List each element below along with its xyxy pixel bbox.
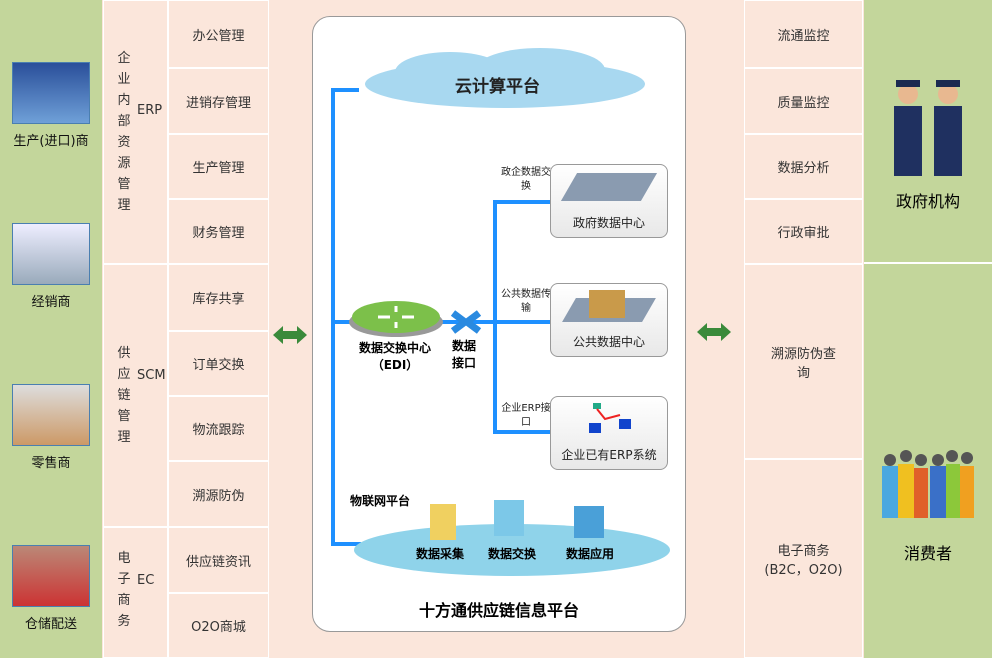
police-icon — [894, 80, 962, 176]
box-label: 政府数据中心 — [572, 216, 645, 230]
truck-icon — [12, 545, 90, 607]
cloud-label: 云计算平台 — [455, 77, 540, 97]
actor-consumer: 消费者 — [864, 264, 992, 658]
actor-label: 生产(进口)商 — [13, 134, 89, 149]
edi-router-icon — [349, 301, 443, 337]
edi-subtitle: （EDI） — [371, 358, 419, 372]
actor-label: 消费者 — [903, 544, 952, 563]
connector-line — [331, 320, 353, 324]
iot-item: 数据采集 — [416, 547, 465, 561]
left-item: O2O商城 — [168, 593, 269, 658]
left-item: 物流跟踪 — [168, 396, 269, 461]
actor-government: 政府机构 — [864, 0, 992, 264]
data-interface-icon — [451, 310, 481, 334]
left-item: 进销存管理 — [168, 68, 269, 134]
actor-label: 政府机构 — [895, 192, 960, 211]
box-label: 企业已有ERP系统 — [561, 448, 657, 462]
connector-line — [493, 430, 550, 434]
building-icon — [560, 173, 658, 201]
edi-title: 数据交换中心 — [358, 341, 431, 355]
iot-item: 数据应用 — [566, 547, 615, 561]
actor-label: 经销商 — [31, 295, 71, 310]
interface-label: 数据接口 — [452, 339, 477, 370]
branch-link-label: 企业ERP接口 — [501, 403, 551, 428]
crowd-icon — [882, 450, 974, 518]
building-icon — [589, 290, 625, 318]
actor-retailer: 零售商 — [0, 384, 102, 471]
group-ec — [103, 527, 168, 658]
retail-icon — [12, 384, 90, 446]
data-app-icon — [574, 506, 604, 538]
left-item: 生产管理 — [168, 134, 269, 199]
group-label: 电子商务 — [117, 551, 131, 629]
right-item: 数据分析 — [744, 134, 863, 199]
double-arrow-icon — [697, 323, 731, 341]
backbone-line — [331, 88, 335, 546]
data-exchange-icon — [494, 500, 524, 536]
erp-system-box: 企业已有ERP系统 — [550, 396, 668, 470]
public-data-center: 公共数据中心 — [550, 283, 668, 357]
actor-producer: 生产(进口)商 — [0, 62, 102, 149]
branch-link-label: 公共数据传输 — [501, 289, 551, 314]
edi-label: 数据交换中心 （EDI） — [340, 340, 450, 374]
branch-link-label: 政企数据交换 — [501, 167, 551, 192]
data-collect-icon — [430, 504, 456, 540]
right-item: 溯源防伪查询 — [744, 264, 863, 459]
connector-line — [331, 542, 361, 546]
group-abbr: EC — [137, 573, 155, 588]
actor-label: 仓储配送 — [24, 617, 77, 632]
connector-line — [493, 200, 497, 432]
box-label: 公共数据中心 — [572, 335, 645, 349]
right-item: 质量监控 — [744, 68, 863, 134]
actor-warehouse: 仓储配送 — [0, 545, 102, 632]
left-item: 供应链资讯 — [168, 527, 269, 593]
factory-icon — [12, 62, 90, 124]
group-abbr: SCM — [137, 368, 166, 383]
group-abbr: ERP — [137, 103, 163, 118]
left-item: 订单交换 — [168, 331, 269, 396]
right-item: 行政审批 — [744, 199, 863, 264]
double-arrow-icon — [273, 326, 307, 344]
right-item: 流通监控 — [744, 0, 863, 68]
cloud-icon — [365, 48, 645, 108]
group-label: 企业内部资源管理 — [117, 51, 131, 213]
left-item: 办公管理 — [168, 0, 269, 68]
group-erp — [103, 0, 168, 264]
iot-label: 物联网平台 — [350, 494, 411, 508]
actor-label: 零售商 — [31, 456, 71, 471]
actor-distributor: 经销商 — [0, 223, 102, 310]
group-scm — [103, 264, 168, 527]
network-computers-icon — [589, 403, 631, 433]
group-label: 供应链管理 — [117, 346, 131, 445]
iot-item: 数据交换 — [488, 547, 537, 561]
connector-line — [493, 200, 550, 204]
gov-data-center: 政府数据中心 — [550, 164, 668, 238]
left-item: 溯源防伪 — [168, 461, 269, 527]
people-icon — [12, 223, 90, 285]
left-item: 库存共享 — [168, 264, 269, 331]
right-item: 电子商务 (B2C，O2O) — [744, 459, 863, 658]
connector-line — [331, 88, 359, 92]
platform-title: 十方通供应链信息平台 — [418, 601, 579, 620]
left-item: 财务管理 — [168, 199, 269, 264]
